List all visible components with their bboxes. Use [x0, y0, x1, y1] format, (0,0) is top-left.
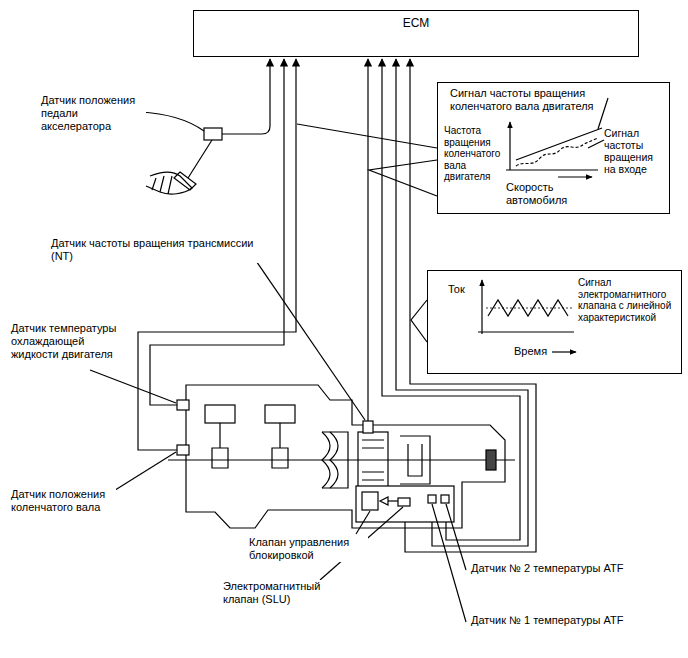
current-graph — [478, 280, 576, 352]
signal-wire — [222, 59, 270, 134]
part-label: Датчик температуры охлаждающей жидкости … — [10, 322, 124, 361]
node-text: Сигнал частоты вращения коленчатого вала… — [450, 87, 602, 112]
leader-line — [112, 452, 176, 492]
part-label: Датчик частоты вращения трансмиссии (NT) — [50, 237, 262, 263]
node-text: Ток — [448, 283, 465, 296]
accelerator-pedal — [146, 128, 222, 194]
clutch — [400, 436, 430, 484]
node-text: Частота вращения коленчатого вала двигат… — [444, 125, 506, 183]
valve-body — [356, 486, 454, 522]
signal-wire — [367, 59, 368, 421]
node-text: Сигнал частоты вращения на входе — [604, 127, 666, 175]
output-gear — [486, 450, 496, 470]
signal-wire — [382, 59, 520, 540]
part-label: Датчик № 1 температуры ATF — [470, 614, 632, 627]
coolant-sensor — [177, 400, 189, 410]
atf-sensor-2 — [441, 495, 449, 503]
node-text: Скорость автомобиля — [506, 181, 578, 206]
nt-sensor — [363, 421, 373, 433]
callout-box: Ток Сигнал электромагнитного клапана с ли… — [427, 270, 682, 374]
node-text: Время — [514, 345, 547, 358]
crank-sensor — [177, 445, 189, 455]
part-label: Клапан управления блокировкой — [248, 536, 368, 562]
engine-pistons — [205, 405, 295, 468]
part-label: Датчик № 2 температуры ATF — [470, 562, 632, 575]
leader-line — [90, 370, 176, 403]
callout-leader — [297, 124, 437, 196]
torque-converter — [322, 432, 348, 488]
signal-wire — [396, 59, 528, 546]
transmission-housing — [186, 385, 505, 528]
atf-sensor-1 — [428, 495, 436, 503]
signal-wire — [405, 59, 536, 552]
gear-set — [358, 421, 388, 488]
leader-line — [356, 511, 370, 534]
node-text: Сигнал электромагнитного клапана с линей… — [578, 277, 678, 323]
leader-line — [432, 504, 466, 622]
leader-line — [252, 255, 365, 420]
node-text: ECM — [194, 17, 638, 31]
callout-leader — [411, 300, 427, 342]
ecm-box: ECM — [193, 10, 639, 57]
part-label: Датчик положения коленчатого вала — [10, 488, 116, 514]
part-label: Электромагнитный клапан (SLU) — [222, 580, 336, 606]
part-label: Датчик положения педали акселератора — [40, 94, 146, 133]
signal-wire — [150, 59, 284, 405]
callout-box: Сигнал частоты вращения коленчатого вала… — [437, 82, 670, 214]
shaft — [168, 459, 515, 460]
slu-solenoid — [398, 498, 410, 506]
leader-line — [446, 504, 466, 570]
leader-line — [140, 112, 204, 131]
